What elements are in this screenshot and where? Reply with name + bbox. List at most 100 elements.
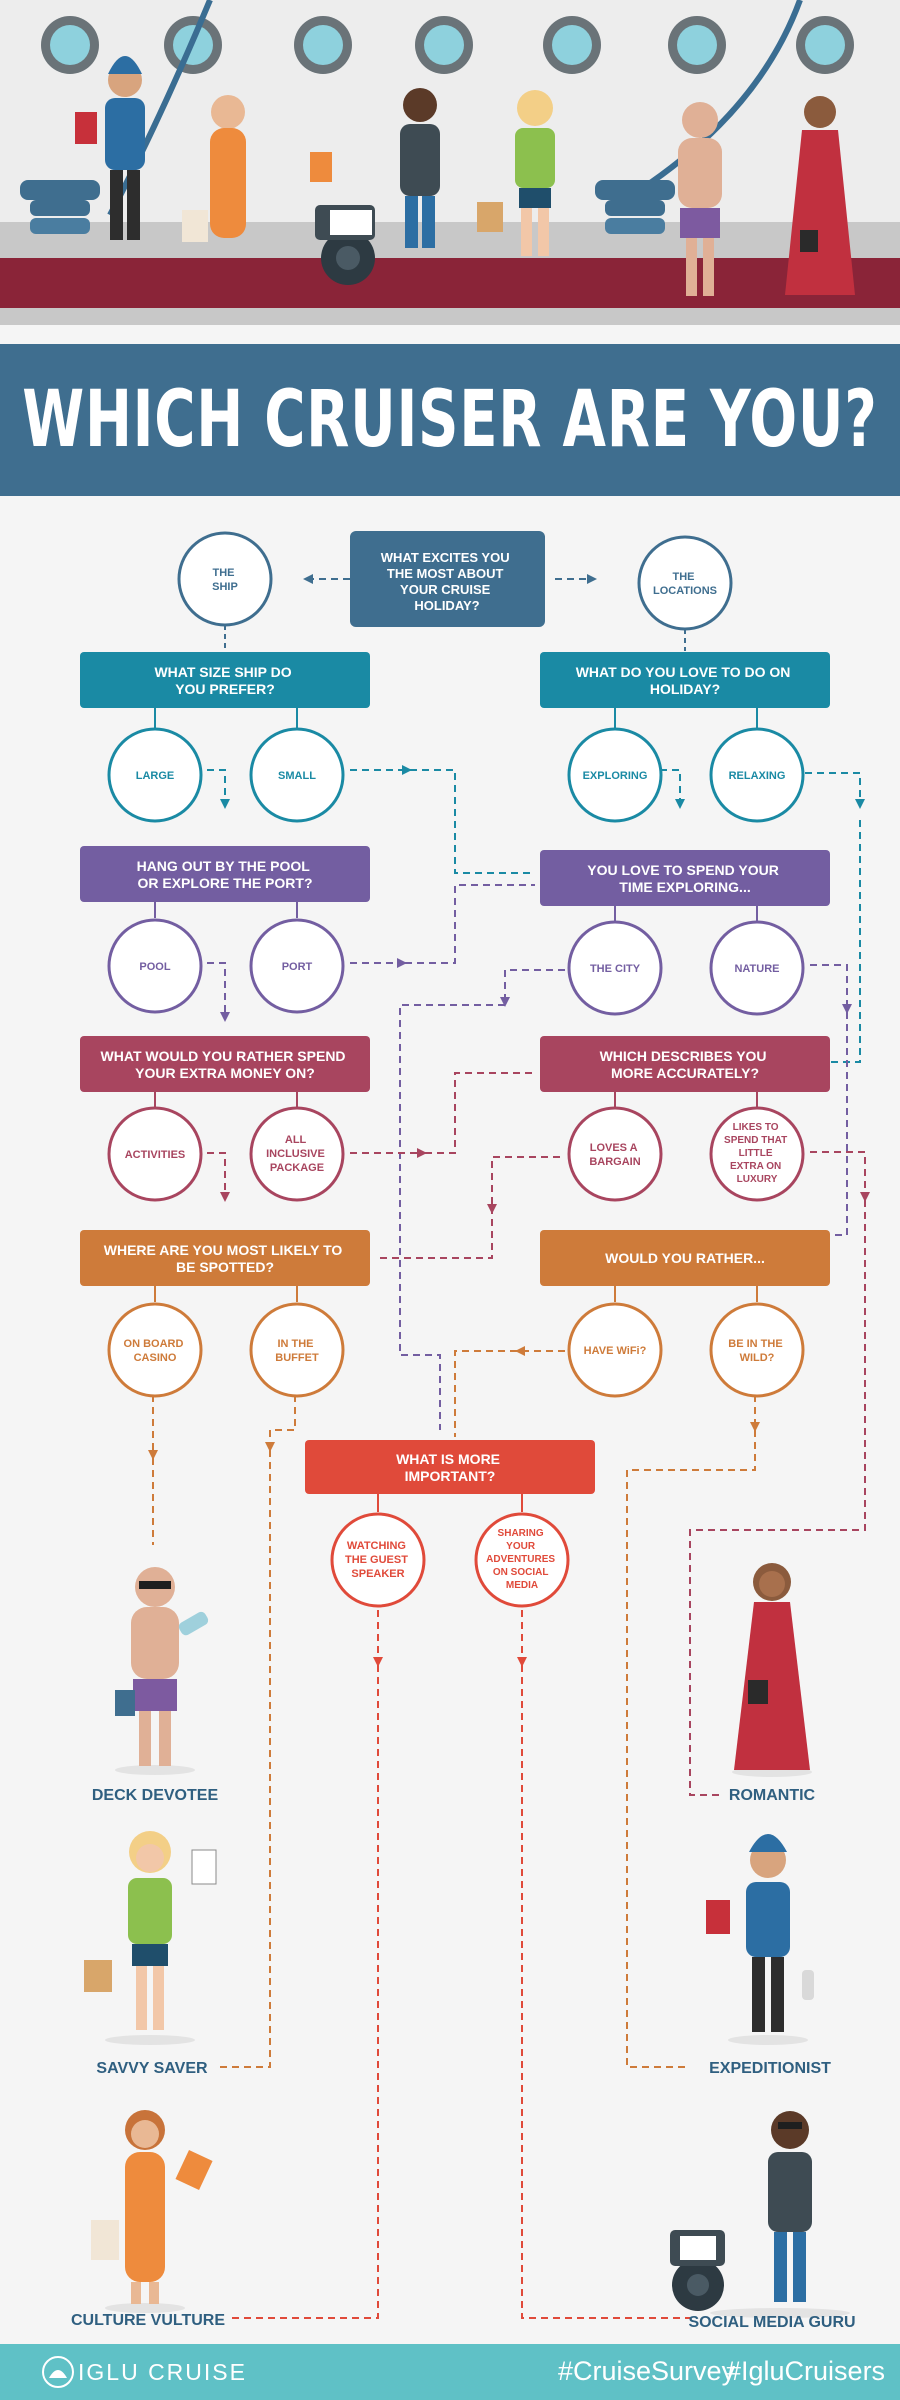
text-line: YOU PREFER? — [175, 681, 275, 697]
svg-text:WATCHING THE GUEST: WATCHING THE GUEST SPEAKER — [345, 1540, 411, 1580]
option-port: PORT — [249, 918, 345, 1014]
question-rather: WOULD YOU RATHER... — [540, 1230, 830, 1286]
page-title: WHICH CRUISER ARE YOU? — [22, 375, 878, 465]
result-romantic: ROMANTIC — [729, 1787, 816, 1804]
text-line: BE SPOTTED? — [176, 1259, 274, 1275]
text-line: ALL — [285, 1134, 307, 1146]
text-line: ON SOCIAL — [493, 1567, 548, 1578]
connector-line — [380, 1212, 493, 1259]
text-line: BUFFET — [275, 1352, 319, 1364]
text-line: THE — [672, 571, 694, 583]
connector-line — [521, 1665, 690, 2319]
option-exploring: EXPLORING — [567, 727, 663, 823]
connector-line — [810, 1151, 870, 1202]
svg-text:EXPLORING: EXPLORING — [583, 770, 648, 782]
text-line: IMPORTANT? — [405, 1468, 496, 1484]
text-line: BARGAIN — [589, 1156, 640, 1168]
capstan-icon — [595, 180, 675, 234]
text-line: INCLUSIVE — [266, 1148, 325, 1160]
character-deck-devotee-icon — [678, 102, 722, 296]
porthole-icon — [415, 16, 473, 74]
text-line: LIKES TO — [733, 1122, 779, 1133]
character-social-media-guru-icon — [400, 88, 440, 248]
connector-line — [660, 769, 685, 809]
option-relaxing: RELAXING — [709, 727, 805, 823]
question-exploring: YOU LOVE TO SPEND YOUR TIME EXPLORING... — [540, 850, 830, 906]
text-line: LARGE — [136, 770, 175, 782]
svg-text:PORT: PORT — [282, 961, 313, 973]
porthole-icon — [668, 16, 726, 74]
text-line: YOUR — [506, 1541, 536, 1552]
connector-line — [230, 1665, 379, 2319]
text-line: CASINO — [134, 1352, 177, 1364]
expeditionist-icon — [706, 1834, 814, 2045]
text-line: WOULD YOU RATHER... — [605, 1250, 765, 1266]
svg-text:LARGE: LARGE — [136, 770, 175, 782]
connector-line — [810, 964, 852, 1014]
connector-line — [399, 1004, 505, 1430]
text-line: RELAXING — [729, 770, 786, 782]
text-line: YOUR EXTRA MONEY ON? — [135, 1065, 315, 1081]
connector-line — [207, 769, 230, 809]
character-savvy-saver-icon — [477, 90, 555, 256]
hashtag-cruise-survey[interactable]: #CruiseSurvey — [558, 2356, 736, 2386]
text-line: IN THE — [277, 1338, 313, 1350]
text-line: LOCATIONS — [653, 585, 717, 597]
connector-line — [626, 1430, 756, 2068]
text-line: LITTLE — [739, 1148, 773, 1159]
porthole-icon — [543, 16, 601, 74]
text-line: PORT — [282, 961, 313, 973]
svg-text:WHERE ARE YOU MOST LIKELY TO: WHERE ARE YOU MOST LIKELY TO BE SPOTTED? — [104, 1242, 346, 1275]
text-line: HOLIDAY? — [414, 598, 479, 613]
svg-text:IN THE BUFFET: IN THE BUFFET — [275, 1338, 319, 1364]
option-casino: ON BOARD CASINO — [107, 1302, 203, 1398]
connector-line — [689, 1200, 866, 1796]
svg-text:THE SHIP: THE SHIP — [212, 567, 238, 593]
option-the-city: THE CITY — [567, 920, 663, 1016]
svg-text:ACTIVITIES: ACTIVITIES — [125, 1149, 186, 1161]
text-line: HAVE WiFi? — [584, 1345, 647, 1357]
text-line: BE IN THE — [728, 1338, 782, 1350]
text-line: ADVENTURES — [486, 1554, 555, 1565]
option-buffet: IN THE BUFFET — [249, 1302, 345, 1398]
connector-line — [215, 1450, 271, 2068]
question-love-to-do: WHAT DO YOU LOVE TO DO ON HOLIDAY? — [540, 652, 830, 708]
connector-line — [405, 884, 535, 964]
question-start: WHAT EXCITES YOU THE MOST ABOUT YOUR CRU… — [350, 531, 545, 627]
question-spotted: WHERE ARE YOU MOST LIKELY TO BE SPOTTED? — [80, 1230, 370, 1286]
character-romantic-icon — [785, 96, 855, 295]
porthole-icon — [796, 16, 854, 74]
porthole-icon — [41, 16, 99, 74]
hashtag-iglu-cruisers[interactable]: #IgluCruisers — [726, 2356, 886, 2386]
option-the-ship: THE SHIP — [177, 531, 273, 627]
svg-text:YOU LOVE TO SPEND YOUR T: YOU LOVE TO SPEND YOUR TIME EXPLORING... — [587, 862, 783, 895]
option-the-locations: THE LOCATIONS — [637, 535, 733, 631]
text-line: MORE ACCURATELY? — [611, 1065, 759, 1081]
svg-text:RELAXING: RELAXING — [729, 770, 786, 782]
text-line: WHAT EXCITES YOU — [381, 550, 510, 565]
deck-devotee-icon — [115, 1567, 209, 1775]
question-pool-port: HANG OUT BY THE POOL OR EXPLORE THE PORT… — [80, 846, 370, 902]
option-be-in-the-wild: BE IN THE WILD? — [709, 1302, 805, 1398]
svg-text:POOL: POOL — [139, 961, 170, 973]
svg-text:HANG OUT BY THE POOL OR: HANG OUT BY THE POOL OR EXPLORE THE PORT… — [137, 858, 314, 891]
connector-line — [454, 1350, 517, 1437]
iglu-logo-icon — [42, 2356, 74, 2388]
svg-text:ON BOARD CASINO: ON BOARD CASINO — [124, 1338, 187, 1364]
svg-text:SHARING YOUR ADVEN: SHARING YOUR ADVENTURES ON SOCIAL MEDIA — [486, 1528, 558, 1591]
svg-text:WHAT SIZE SHIP DO YOU PR: WHAT SIZE SHIP DO YOU PREFER? — [154, 664, 295, 697]
title-banner: WHICH CRUISER ARE YOU? — [0, 344, 900, 496]
connector-line — [500, 969, 565, 1007]
result-expeditionist: EXPEDITIONIST — [709, 2060, 831, 2077]
connector-line — [805, 772, 865, 809]
text-line: EXPLORING — [583, 770, 648, 782]
text-line: POOL — [139, 961, 170, 973]
question-extra-money: WHAT WOULD YOU RATHER SPEND YOUR EXTRA M… — [80, 1036, 370, 1092]
svg-text:WOULD YOU RATHER...: WOULD YOU RATHER... — [605, 1250, 765, 1266]
character-expeditionist-icon — [75, 56, 145, 240]
option-loves-a-bargain: LOVES A BARGAIN — [567, 1106, 663, 1202]
svg-text:WHAT DO YOU LOVE TO DO ON: WHAT DO YOU LOVE TO DO ON HOLIDAY? — [576, 664, 795, 697]
text-line: OR EXPLORE THE PORT? — [137, 875, 312, 891]
option-large: LARGE — [107, 727, 203, 823]
text-line: WILD? — [740, 1352, 775, 1364]
